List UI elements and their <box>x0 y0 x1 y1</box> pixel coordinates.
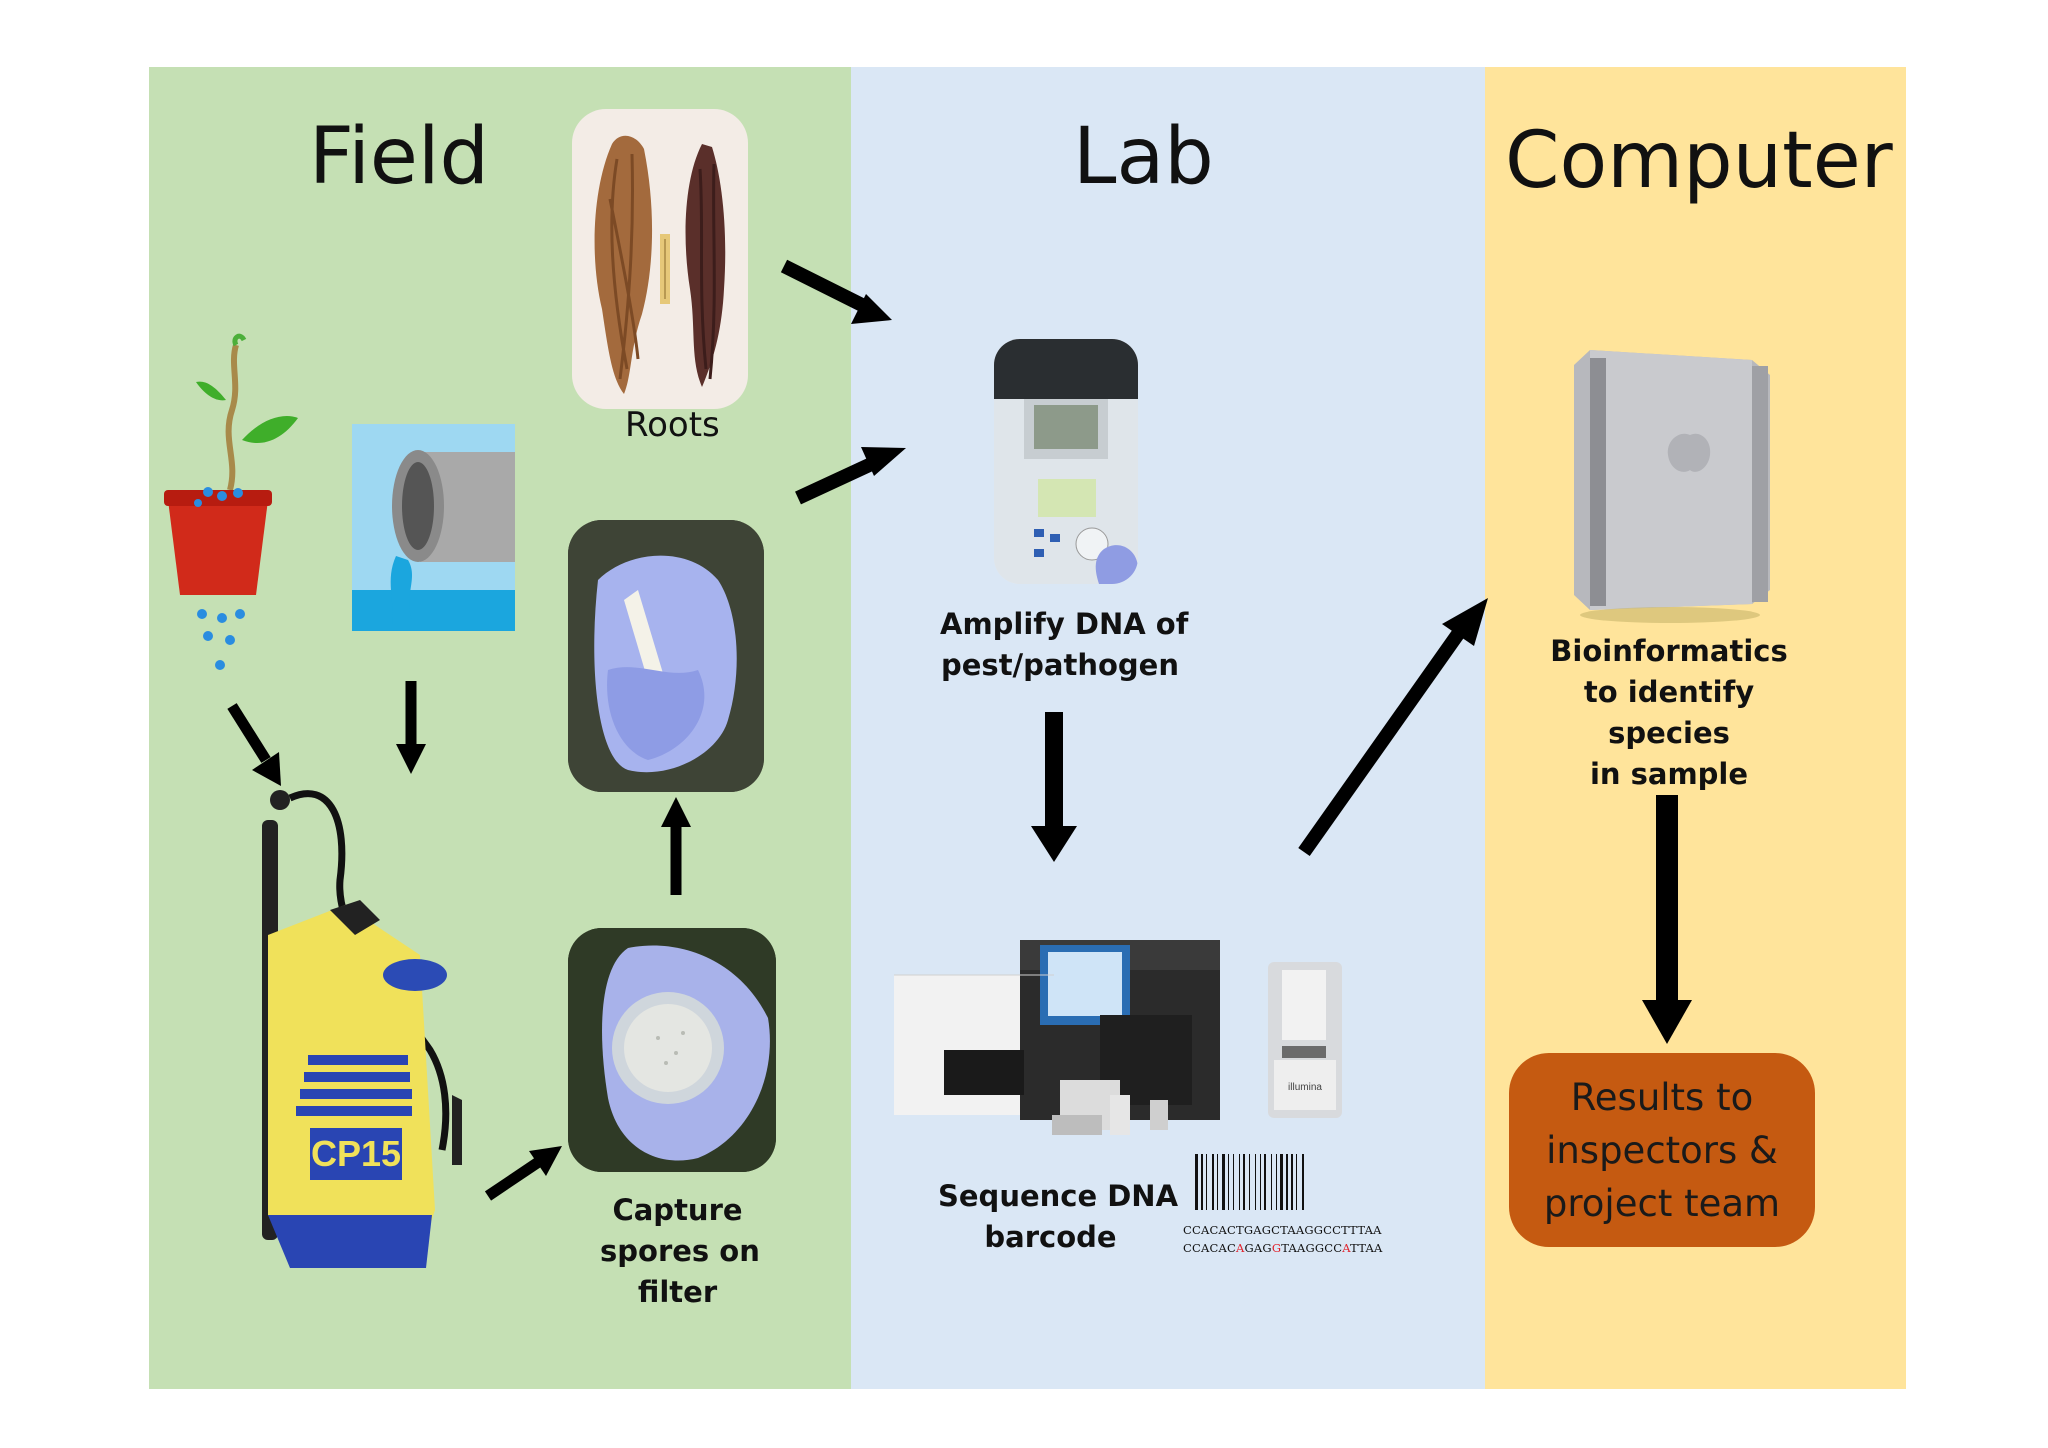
pcr-machine-photo <box>994 339 1138 584</box>
computer-title: Computer <box>1505 116 1893 206</box>
results-line-1: Results to <box>1570 1075 1754 1119</box>
roots-label: Roots <box>625 405 720 445</box>
sequence-line-1: CCACACTGAGCTAAGGCCTTTAA <box>1183 1223 1382 1237</box>
lab-title: Lab <box>1073 112 1214 202</box>
sequence-line-2: CCACACAGAGGTAAGGCCATTAA <box>1183 1241 1383 1255</box>
tube-photo <box>568 520 764 792</box>
results-line-2: inspectors & <box>1546 1128 1778 1172</box>
filter-photo <box>568 928 776 1172</box>
roots-photo <box>572 109 748 409</box>
results-box: Results to inspectors & project team <box>1509 1053 1815 1247</box>
field-title: Field <box>309 112 490 202</box>
results-line-3: project team <box>1543 1181 1781 1225</box>
